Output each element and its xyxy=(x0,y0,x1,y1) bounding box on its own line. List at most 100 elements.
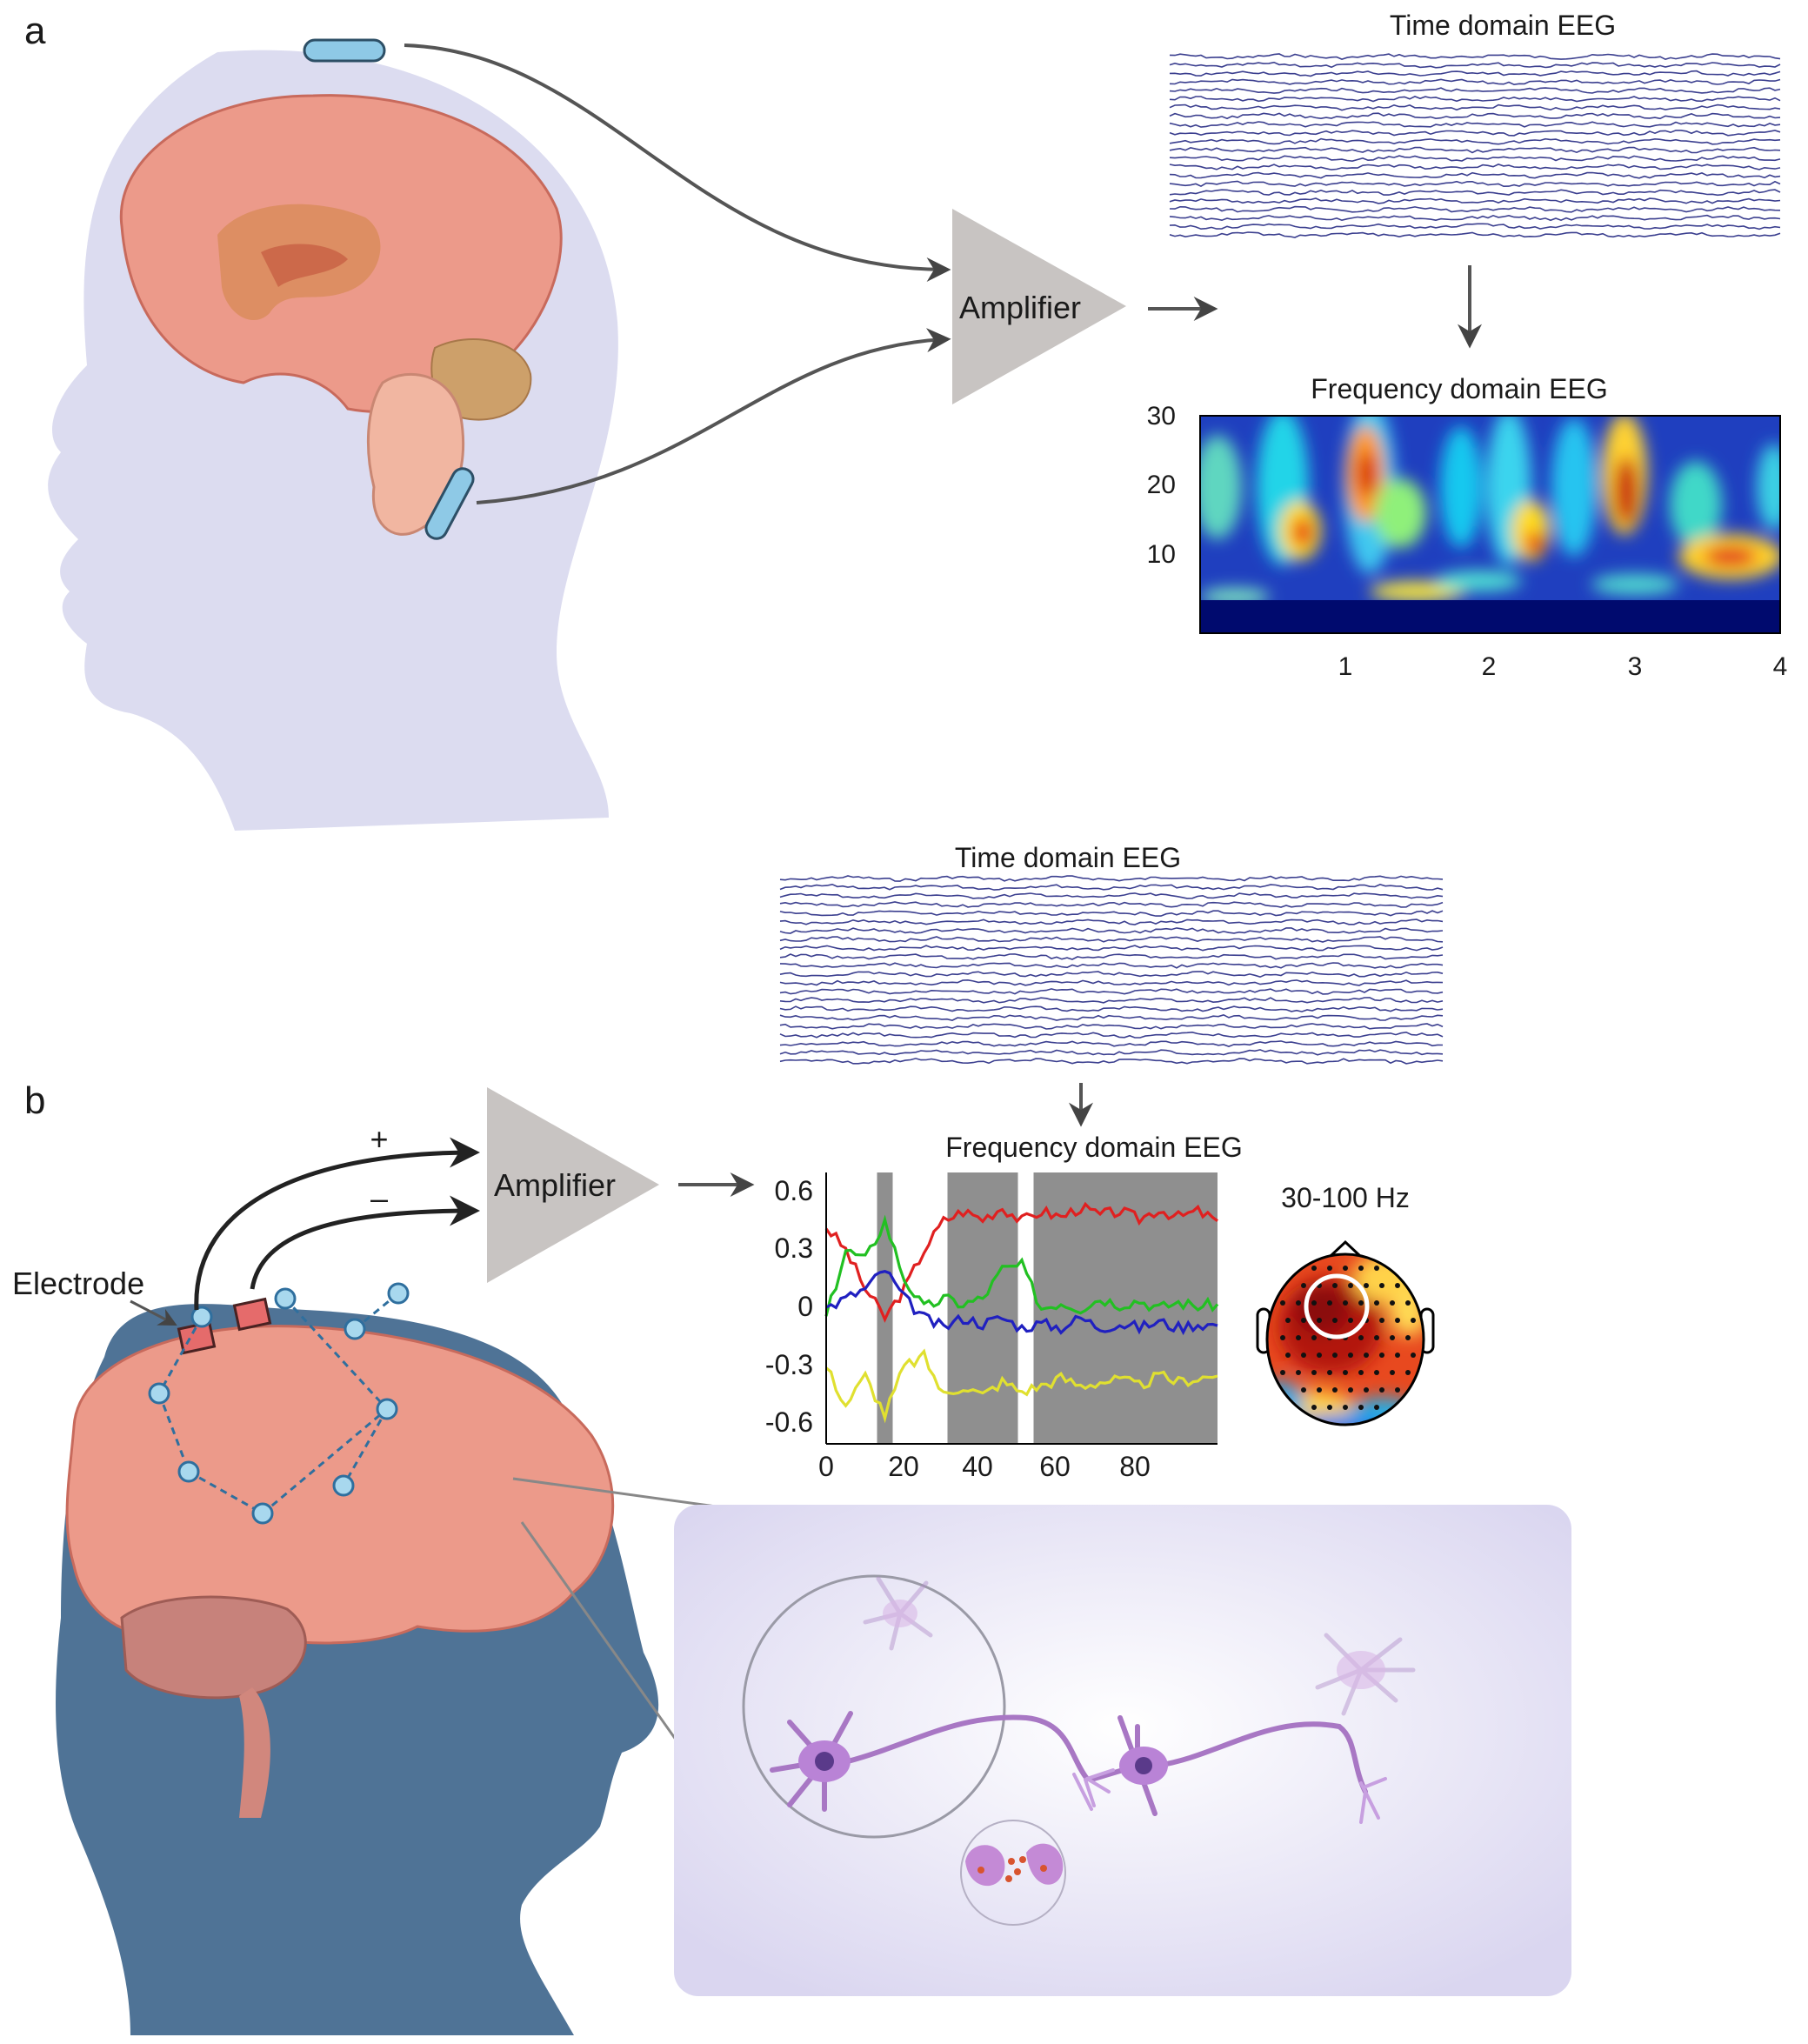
spec-x-tick-2: 2 xyxy=(1482,652,1497,681)
spectrogram-patch-18 xyxy=(1757,444,1780,531)
spec-x-tick-4: 4 xyxy=(1773,652,1788,681)
eeg-trace-b-11 xyxy=(779,971,1444,979)
line-y-tick-0.6: 0.6 xyxy=(775,1175,813,1206)
topomap-sensor xyxy=(1379,1318,1384,1323)
topomap-sensor xyxy=(1332,1283,1338,1288)
topomap-sensor xyxy=(1311,1370,1317,1375)
eeg-trace-b-16 xyxy=(779,1013,1444,1021)
eeg-trace-a-10 xyxy=(1169,137,1781,145)
amplifier-b-triangle xyxy=(487,1087,659,1283)
eeg-trace-a-13 xyxy=(1169,164,1781,170)
eeg-trace-b-2 xyxy=(779,892,1444,899)
eeg-trace-b-8 xyxy=(779,945,1444,952)
scalp-topomap xyxy=(1256,1239,1435,1426)
spectrogram-a xyxy=(1199,415,1781,634)
topomap-sensor xyxy=(1379,1353,1384,1358)
eeg-trace-b-9 xyxy=(779,953,1444,960)
eeg-trace-a-12 xyxy=(1169,155,1781,163)
topomap-patch-1 xyxy=(1294,1283,1350,1335)
time-eeg-b-traces xyxy=(779,875,1444,1065)
eeg-trace-a-8 xyxy=(1169,121,1781,128)
topomap-sensor xyxy=(1411,1318,1416,1323)
topomap-sensor xyxy=(1405,1300,1411,1306)
eeg-trace-a-17 xyxy=(1169,197,1781,204)
topomap-sensor xyxy=(1311,1335,1317,1340)
eeg-trace-b-3 xyxy=(779,901,1444,908)
topomap-sensor xyxy=(1348,1283,1353,1288)
wire-minus-arrow xyxy=(250,1195,480,1290)
eeg-trace-b-7 xyxy=(779,936,1444,943)
topomap-sensor xyxy=(1390,1300,1395,1306)
topomap-sensor xyxy=(1343,1405,1348,1410)
topomap-sensor xyxy=(1358,1300,1364,1306)
freq-eeg-a-title: Frequency domain EEG xyxy=(1311,373,1608,404)
topomap-sensor xyxy=(1390,1335,1395,1340)
amplifier-b-label: Amplifier xyxy=(494,1167,616,1203)
eeg-trace-a-5 xyxy=(1169,96,1781,103)
eeg-trace-a-6 xyxy=(1169,104,1781,111)
minus-sign: – xyxy=(370,1180,388,1216)
eeg-trace-b-21 xyxy=(779,1058,1444,1065)
spec-y-tick-10: 10 xyxy=(1147,540,1176,569)
eeg-trace-b-6 xyxy=(779,927,1444,934)
eeg-trace-b-20 xyxy=(779,1049,1444,1056)
time-eeg-b-title: Time domain EEG xyxy=(955,842,1181,873)
electrode-block-2 xyxy=(232,1297,272,1332)
topomap-sensor xyxy=(1343,1370,1348,1375)
neuron-inset-panel xyxy=(674,1505,1571,1996)
topomap-sensor xyxy=(1379,1283,1384,1288)
eeg-trace-b-0 xyxy=(779,875,1444,882)
line-x-tick-40: 40 xyxy=(962,1451,993,1482)
topomap-sensor xyxy=(1332,1353,1338,1358)
spectrogram-patch-0 xyxy=(1200,435,1242,539)
head-a-illustration xyxy=(48,50,618,832)
eeg-trace-b-10 xyxy=(779,962,1444,969)
topomap-sensor xyxy=(1296,1370,1301,1375)
line-y-tick-neg0.6: -0.6 xyxy=(765,1406,813,1438)
panel-b-label: b xyxy=(24,1079,45,1122)
topomap-sensor xyxy=(1405,1370,1411,1375)
spectrogram-patch-15 xyxy=(1670,461,1722,548)
topomap-sensor xyxy=(1327,1266,1332,1271)
topomap-sensor xyxy=(1379,1387,1384,1393)
eeg-trace-b-15 xyxy=(779,1005,1444,1012)
spectrogram-patch-22 xyxy=(1591,574,1678,595)
eeg-trace-b-1 xyxy=(779,883,1444,891)
topomap-sensor xyxy=(1301,1353,1306,1358)
topomap-sensor xyxy=(1358,1335,1364,1340)
eeg-trace-b-5 xyxy=(779,918,1444,925)
spec-x-tick-3: 3 xyxy=(1628,652,1643,681)
line-x-tick-80: 80 xyxy=(1119,1451,1151,1482)
topomap-sensor xyxy=(1343,1266,1348,1271)
topomap-sensor xyxy=(1411,1353,1416,1358)
topomap-sensor xyxy=(1317,1353,1322,1358)
wire-arrow-top xyxy=(404,43,951,282)
freq-eeg-b-title: Frequency domain EEG xyxy=(945,1132,1243,1163)
eeg-trace-a-18 xyxy=(1169,205,1781,213)
eeg-trace-a-11 xyxy=(1169,146,1781,154)
eeg-trace-a-1 xyxy=(1169,61,1781,69)
line-series-2 xyxy=(825,1270,1218,1336)
panel-a-label: a xyxy=(24,10,46,52)
topomap-sensor xyxy=(1317,1387,1322,1393)
topomap-sensor xyxy=(1358,1266,1364,1271)
eeg-trace-a-9 xyxy=(1169,130,1781,137)
spectrogram-patch-17 xyxy=(1705,546,1757,567)
electrode-pointer-arrow xyxy=(130,1299,177,1326)
scalp-electrode-top xyxy=(303,38,386,63)
topomap-sensor xyxy=(1311,1300,1317,1306)
topomap-sensor xyxy=(1390,1370,1395,1375)
topomap-sensor xyxy=(1364,1353,1369,1358)
eeg-trace-b-13 xyxy=(779,988,1444,995)
topomap-sensor xyxy=(1358,1370,1364,1375)
topomap-sensor xyxy=(1327,1370,1332,1375)
neuron-illustration xyxy=(770,1576,1416,1926)
line-series-3 xyxy=(824,1348,1218,1424)
topomap-sensor xyxy=(1285,1318,1291,1323)
topomap-sensor xyxy=(1285,1353,1291,1358)
topomap-sensor xyxy=(1374,1300,1379,1306)
topomap-sensor xyxy=(1395,1318,1400,1323)
electrode-network xyxy=(157,1292,399,1515)
topomap-sensor xyxy=(1301,1387,1306,1393)
spectrogram-patch-12 xyxy=(1551,417,1597,557)
